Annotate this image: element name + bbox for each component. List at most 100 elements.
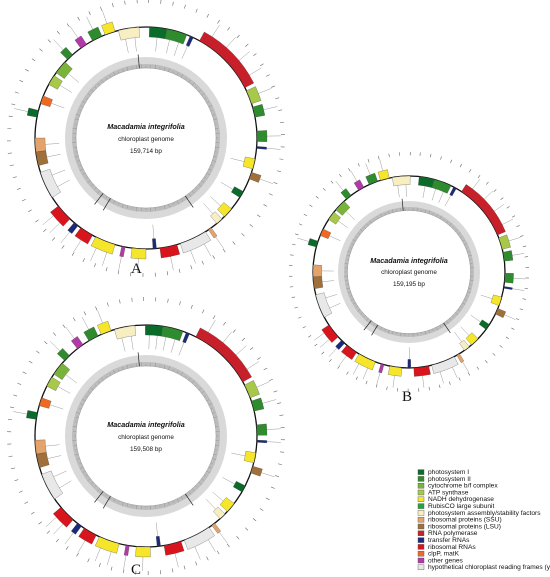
gene-label-mark <box>178 268 181 273</box>
gene-label-mark <box>222 248 226 253</box>
gene-leader <box>513 278 526 280</box>
legend-swatch <box>417 510 425 516</box>
gene-leader <box>166 39 170 54</box>
gc-tick <box>195 86 198 89</box>
gc-tick <box>373 323 375 325</box>
gc-tick <box>212 160 217 162</box>
gc-tick <box>90 482 94 485</box>
gene-leader <box>365 163 371 175</box>
gene-block <box>231 186 244 198</box>
gc-tick <box>452 227 454 229</box>
gene-label-mark <box>505 336 509 340</box>
gene-block <box>503 286 513 290</box>
gc-tick <box>201 180 205 183</box>
gene-leader <box>338 220 348 229</box>
gc-tick <box>213 118 218 121</box>
legend-swatch <box>417 469 425 475</box>
gene-block <box>149 26 167 39</box>
gc-tick <box>428 210 431 214</box>
gene-label-mark <box>276 170 281 173</box>
gene-block <box>159 244 180 259</box>
gene-label-mark <box>18 490 23 493</box>
gene-block <box>307 238 319 248</box>
gc-tick <box>204 176 206 179</box>
gene-label-mark <box>516 225 520 228</box>
gene-leader <box>376 372 381 385</box>
gene-label-mark <box>321 351 325 355</box>
gene-block <box>431 179 452 194</box>
gene-leader <box>422 375 425 388</box>
gc-tick <box>213 416 218 419</box>
gene-block <box>26 107 39 118</box>
gene-label-mark <box>292 243 296 246</box>
gene-block <box>246 86 262 104</box>
gene-block <box>119 246 126 258</box>
gene-label-mark <box>77 16 80 21</box>
gene-label-mark <box>294 306 298 309</box>
gene-block <box>123 545 130 556</box>
gene-label-mark <box>257 357 261 360</box>
gc-tick <box>122 502 124 507</box>
gene-block <box>498 234 511 250</box>
gene-leader <box>362 368 368 380</box>
gene-leader <box>297 237 309 242</box>
gc-tick <box>201 478 205 481</box>
gc-tick <box>154 362 156 367</box>
gene-label-mark <box>195 8 198 13</box>
gene-leader <box>59 480 72 489</box>
organism-name-c: Macadamia integrifolia <box>107 420 185 429</box>
gc-tick <box>136 505 138 510</box>
gene-block <box>250 466 263 477</box>
genome-ring-b <box>288 151 530 393</box>
legend-swatch <box>417 523 425 530</box>
gene-label-mark <box>35 350 40 354</box>
gc-tick <box>366 223 369 226</box>
gc-tick <box>168 204 170 208</box>
gene-leader <box>422 186 426 198</box>
gc-tick <box>206 101 210 104</box>
gene-label-mark <box>295 233 299 236</box>
gene-leader <box>174 42 179 56</box>
gene-leader <box>125 39 129 53</box>
gc-tick <box>360 229 363 232</box>
gene-label-mark <box>515 318 520 321</box>
gc-tick <box>97 82 100 86</box>
gc-tick <box>86 474 88 477</box>
legend-swatch <box>417 544 425 550</box>
gene-block <box>114 325 136 340</box>
gene-leader <box>94 548 101 562</box>
gc-tick <box>210 408 213 410</box>
gene-leader <box>152 224 155 239</box>
gc-tick <box>204 474 206 477</box>
gc-tick <box>201 92 205 96</box>
gene-leader <box>246 361 259 370</box>
gc-tick <box>94 187 97 190</box>
gene-label-mark <box>11 103 16 106</box>
gene-block <box>41 470 63 500</box>
gene-leader <box>438 191 444 203</box>
gene-label-mark <box>46 530 51 534</box>
gene-block <box>504 273 514 284</box>
gene-block <box>249 172 262 183</box>
legend-label: transfer RNAs <box>428 537 470 544</box>
gc-tick <box>79 462 82 464</box>
gene-label-mark <box>13 394 18 397</box>
gene-leader <box>65 374 78 384</box>
gene-block <box>87 26 103 41</box>
genome-map-c: Macadamia integrifolia chloroplast genom… <box>7 297 285 577</box>
gene-label-mark <box>95 306 98 311</box>
gene-label-mark <box>76 552 79 557</box>
gc-tick <box>79 466 84 469</box>
gene-label-mark <box>223 321 226 326</box>
gc-tick <box>352 239 356 242</box>
gene-label-mark <box>117 270 120 275</box>
legend-swatch <box>417 557 425 564</box>
gene-block <box>377 169 390 181</box>
gene-leader <box>261 472 275 478</box>
gene-label-mark <box>44 341 48 345</box>
gc-tick <box>105 376 108 378</box>
gene-label-mark <box>87 558 90 563</box>
gc-tick <box>82 470 86 473</box>
gc-tick <box>82 172 86 175</box>
gene-leader <box>208 320 216 333</box>
